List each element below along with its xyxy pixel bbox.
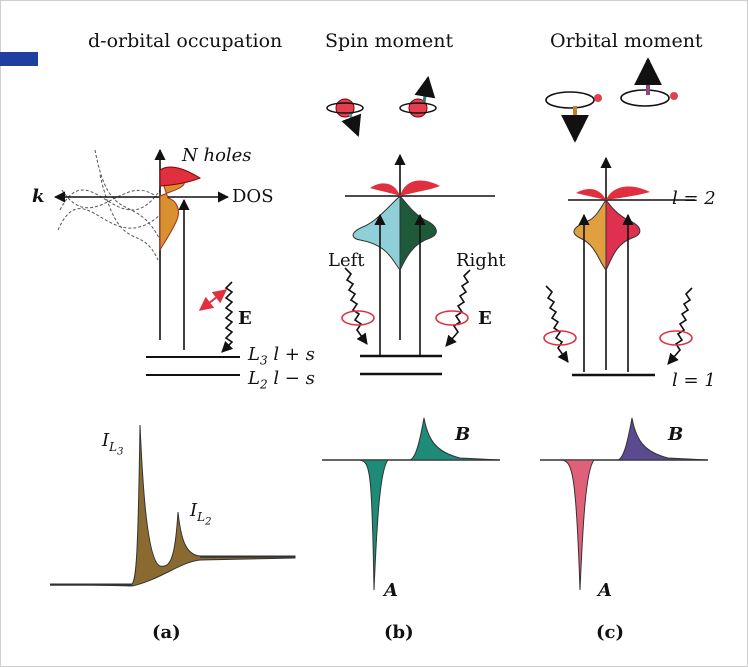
panel-c (540, 57, 709, 591)
peak-b-label-b: B (455, 424, 471, 445)
l3-label: L3 l + s (248, 344, 315, 368)
spin-up-arrow (414, 75, 436, 103)
dos-spin-up (399, 194, 437, 271)
spectrum-c-peak-a (561, 459, 596, 591)
circular-pol-left (341, 310, 375, 326)
spectrum-c-peak-b (617, 417, 709, 461)
wavefunction-curves (57, 149, 161, 261)
peak-l3-label: IL3 (102, 430, 124, 457)
efield-label-a: E (238, 308, 252, 329)
accent-bar (0, 52, 38, 66)
panel-a (49, 148, 296, 587)
dos-l-down (573, 198, 607, 272)
left-label: Left (328, 250, 365, 271)
caption-b: (b) (384, 622, 414, 643)
caption-c: (c) (596, 622, 624, 643)
dos-spin-down (352, 194, 401, 272)
peak-a-label-b: A (384, 580, 398, 601)
peak-l2-label: IL2 (190, 500, 212, 527)
right-label: Right (456, 250, 506, 271)
spectrum-peak-b (409, 417, 501, 461)
header-d-orbital: d-orbital occupation (88, 30, 283, 52)
header-spin-moment: Spin moment (325, 30, 454, 52)
dos-unfilled (159, 166, 202, 187)
photon-left (344, 267, 368, 345)
l-lower-label: l = 1 (672, 370, 716, 391)
l2-label: L2 l − s (248, 368, 315, 392)
orbit-right (620, 89, 670, 107)
n-holes-label: N holes (182, 145, 252, 166)
photon-zigzag (221, 281, 234, 353)
caption-a: (a) (152, 622, 181, 643)
efield-label-b: E (478, 308, 492, 329)
efield-arrow (198, 289, 228, 311)
panel-b (322, 75, 501, 591)
dos-l-up (605, 198, 641, 271)
peak-a-label-c: A (598, 580, 612, 601)
dos-label: DOS (232, 186, 274, 207)
orbit-left (545, 91, 595, 109)
spectrum-peak-a (359, 459, 390, 591)
k-label: k (32, 186, 45, 207)
spin-down-arrow (341, 113, 362, 137)
l-upper-label: l = 2 (672, 188, 716, 209)
circular-pol-right (435, 310, 469, 326)
spectrum-a (49, 424, 296, 587)
photon-right (445, 269, 471, 347)
header-orbital-moment: Orbital moment (550, 30, 703, 52)
peak-b-label-c: B (668, 424, 684, 445)
